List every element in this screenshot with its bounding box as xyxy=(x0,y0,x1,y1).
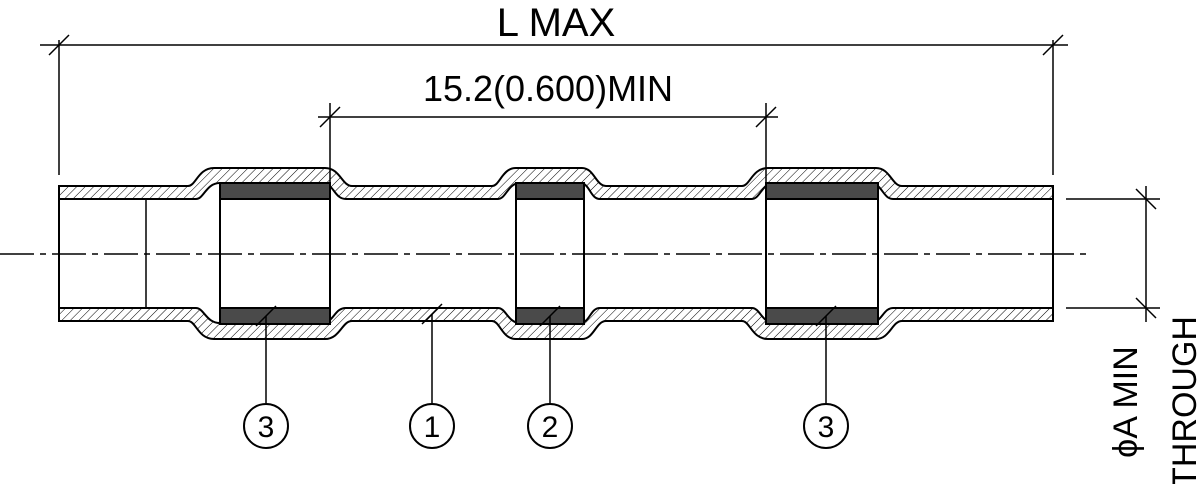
leader-seal-right-tick xyxy=(815,305,837,327)
tick-right xyxy=(755,106,777,128)
callout-number: 3 xyxy=(258,411,275,444)
leader-solder-tick xyxy=(539,305,561,327)
callout-number: 2 xyxy=(542,411,559,444)
callout-sleeve: 1 xyxy=(409,403,455,449)
callout-seal-right: 3 xyxy=(803,403,849,449)
callout-circle xyxy=(803,403,849,449)
callout-circle xyxy=(409,403,455,449)
tick-left xyxy=(48,34,70,56)
overall-length-dimension xyxy=(40,34,1068,175)
callout-circle xyxy=(243,403,289,449)
leader-sleeve-tick xyxy=(421,303,443,325)
overall-length-label: L MAX xyxy=(497,1,616,45)
tick-bottom xyxy=(1135,297,1157,319)
leaders xyxy=(255,303,837,403)
solder-ring-top xyxy=(515,182,585,200)
leader-seal-left-tick xyxy=(255,305,277,327)
inserts xyxy=(219,182,879,325)
callout-solder: 2 xyxy=(527,403,573,449)
seal-ring-right-bottom xyxy=(765,307,879,325)
tick-left xyxy=(319,106,341,128)
seal-ring-right-top xyxy=(765,182,879,200)
callout-circle xyxy=(527,403,573,449)
callout-number: 1 xyxy=(424,411,441,444)
tick-top xyxy=(1135,188,1157,210)
callout-number: 3 xyxy=(818,411,835,444)
seal-ring-left-top xyxy=(219,182,331,200)
bore-label-line1: ϕA MIN xyxy=(1107,346,1145,458)
callout-seal-left: 3 xyxy=(243,403,289,449)
bore-label-line2: THROUGH xyxy=(1166,316,1200,484)
seal-ring-left-bottom xyxy=(219,307,331,325)
spacing-label: 15.2(0.600)MIN xyxy=(423,68,673,109)
tick-right xyxy=(1042,34,1064,56)
bore-dimension xyxy=(1066,186,1160,322)
spacing-dimension xyxy=(318,103,778,183)
